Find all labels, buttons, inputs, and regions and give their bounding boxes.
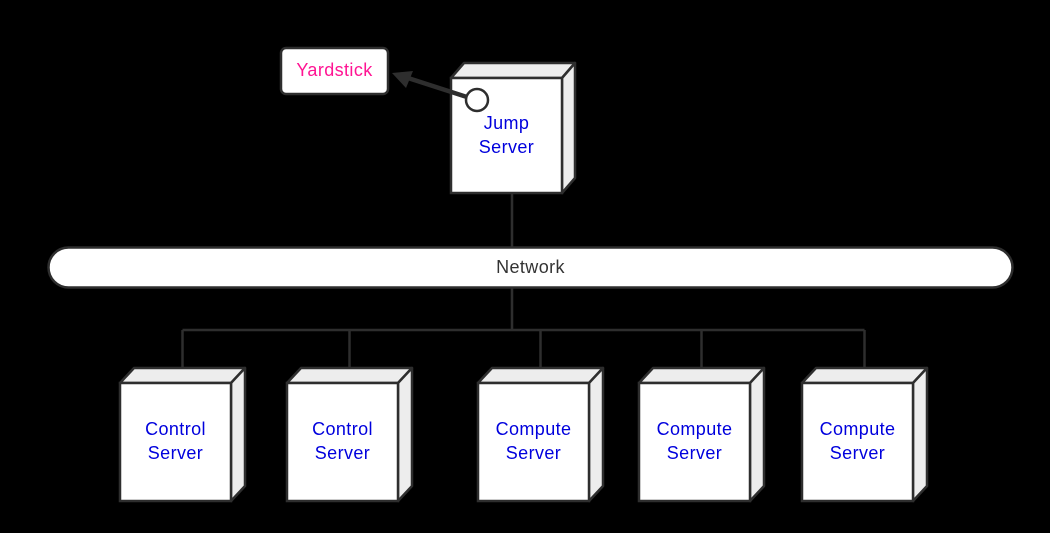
compute-server-1-top-face [476,366,605,385]
control-server-1-front-face [118,381,233,503]
control-server-2-front-face [285,381,400,503]
jump-server-side-face [560,61,577,195]
interface-circle-icon [464,87,490,113]
compute-server-1-side-face [587,366,605,503]
compute-server-3-top-face [800,366,929,385]
control-server-2-box [285,366,414,503]
compute-server-1-box [476,366,605,503]
control-server-1-top-face [118,366,247,385]
jump-server-front-face [449,76,564,195]
compute-server-2-top-face [637,366,766,385]
jump-server-box [449,61,577,195]
compute-server-2-box [637,366,766,503]
compute-server-1-front-face [476,381,591,503]
compute-server-3-side-face [911,366,929,503]
compute-server-3-box [800,366,929,503]
jump-server-top-face [449,61,577,80]
compute-server-3-front-face [800,381,915,503]
control-server-2-side-face [396,366,414,503]
yardstick-arrowhead-icon [392,71,413,88]
compute-server-2-side-face [748,366,766,503]
control-server-1-side-face [229,366,247,503]
yardstick-box [279,46,390,96]
control-server-2-top-face [285,366,414,385]
yardstick-arrow [407,75,471,101]
compute-server-2-front-face [637,381,752,503]
network-bus-box [47,246,1014,289]
control-server-1-box [118,366,247,503]
